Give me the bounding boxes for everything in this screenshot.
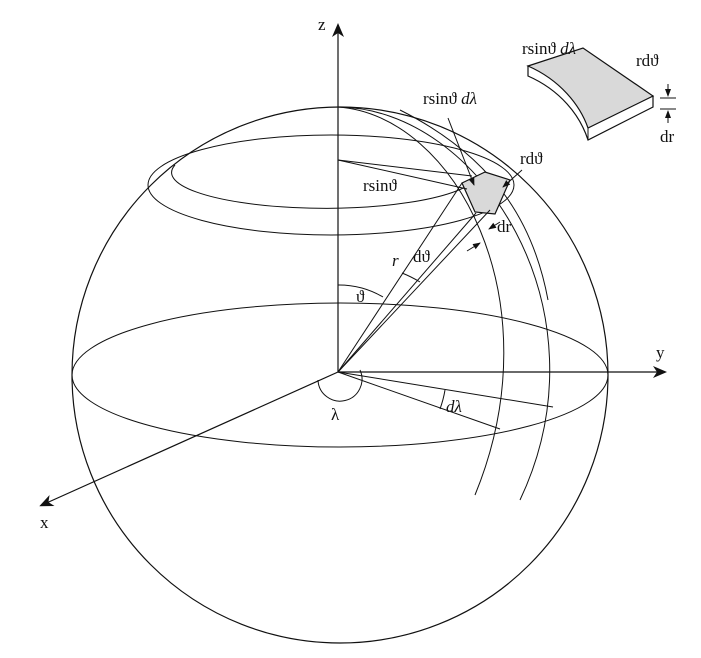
equator-back	[71, 302, 609, 376]
inset-block-top	[526, 47, 655, 129]
y-axis-label: y	[656, 343, 665, 362]
dr-label: dr	[497, 217, 512, 236]
rsin-theta-dlambda-label: rsinϑ dλ	[423, 89, 477, 108]
dlambda-label: dλ	[446, 397, 462, 416]
lambda-angle-arc	[317, 369, 363, 402]
inset-dr-label: dr	[660, 127, 675, 146]
equator-radius-2	[337, 371, 501, 430]
radius-line-3	[337, 209, 491, 373]
lambda-label: λ	[331, 405, 340, 424]
rsin-theta-dlambda-leader	[447, 117, 475, 186]
latitude-ring-inner	[171, 164, 476, 209]
r-dtheta-label: rdϑ	[520, 149, 543, 168]
dtheta-angle-arc	[401, 272, 421, 283]
rsin-theta-line-2	[337, 159, 468, 190]
r-label: r	[392, 251, 399, 270]
theta-angle-arc	[337, 284, 384, 298]
meridian-outer	[399, 109, 549, 301]
inset-top-label: rsinϑ dλ	[522, 39, 576, 58]
radius-line-2	[337, 212, 477, 373]
dr-leader-2	[466, 242, 481, 252]
latitude-circle-back	[147, 134, 515, 186]
rsin-theta-label: rsinϑ	[363, 176, 398, 195]
x-axis-label: x	[40, 513, 49, 532]
dr-leader-1	[488, 221, 501, 230]
x-axis	[39, 371, 339, 507]
equator-radius-1	[337, 371, 554, 408]
inset-right-label: rdϑ	[636, 51, 659, 70]
dlambda-angle-arc	[439, 389, 446, 410]
theta-label: ϑ	[356, 287, 365, 306]
z-axis-label: z	[318, 15, 326, 34]
dtheta-label: dϑ	[413, 247, 431, 266]
r-dtheta-leader	[502, 169, 523, 188]
sphere-outline	[71, 106, 609, 644]
radius-line-1	[337, 182, 463, 373]
equator-front	[71, 374, 609, 448]
meridian-lambda-dlambda	[337, 106, 551, 501]
meridian-lambda	[337, 106, 505, 496]
rsin-theta-line-1	[337, 159, 473, 177]
latitude-circle-front	[147, 184, 515, 236]
